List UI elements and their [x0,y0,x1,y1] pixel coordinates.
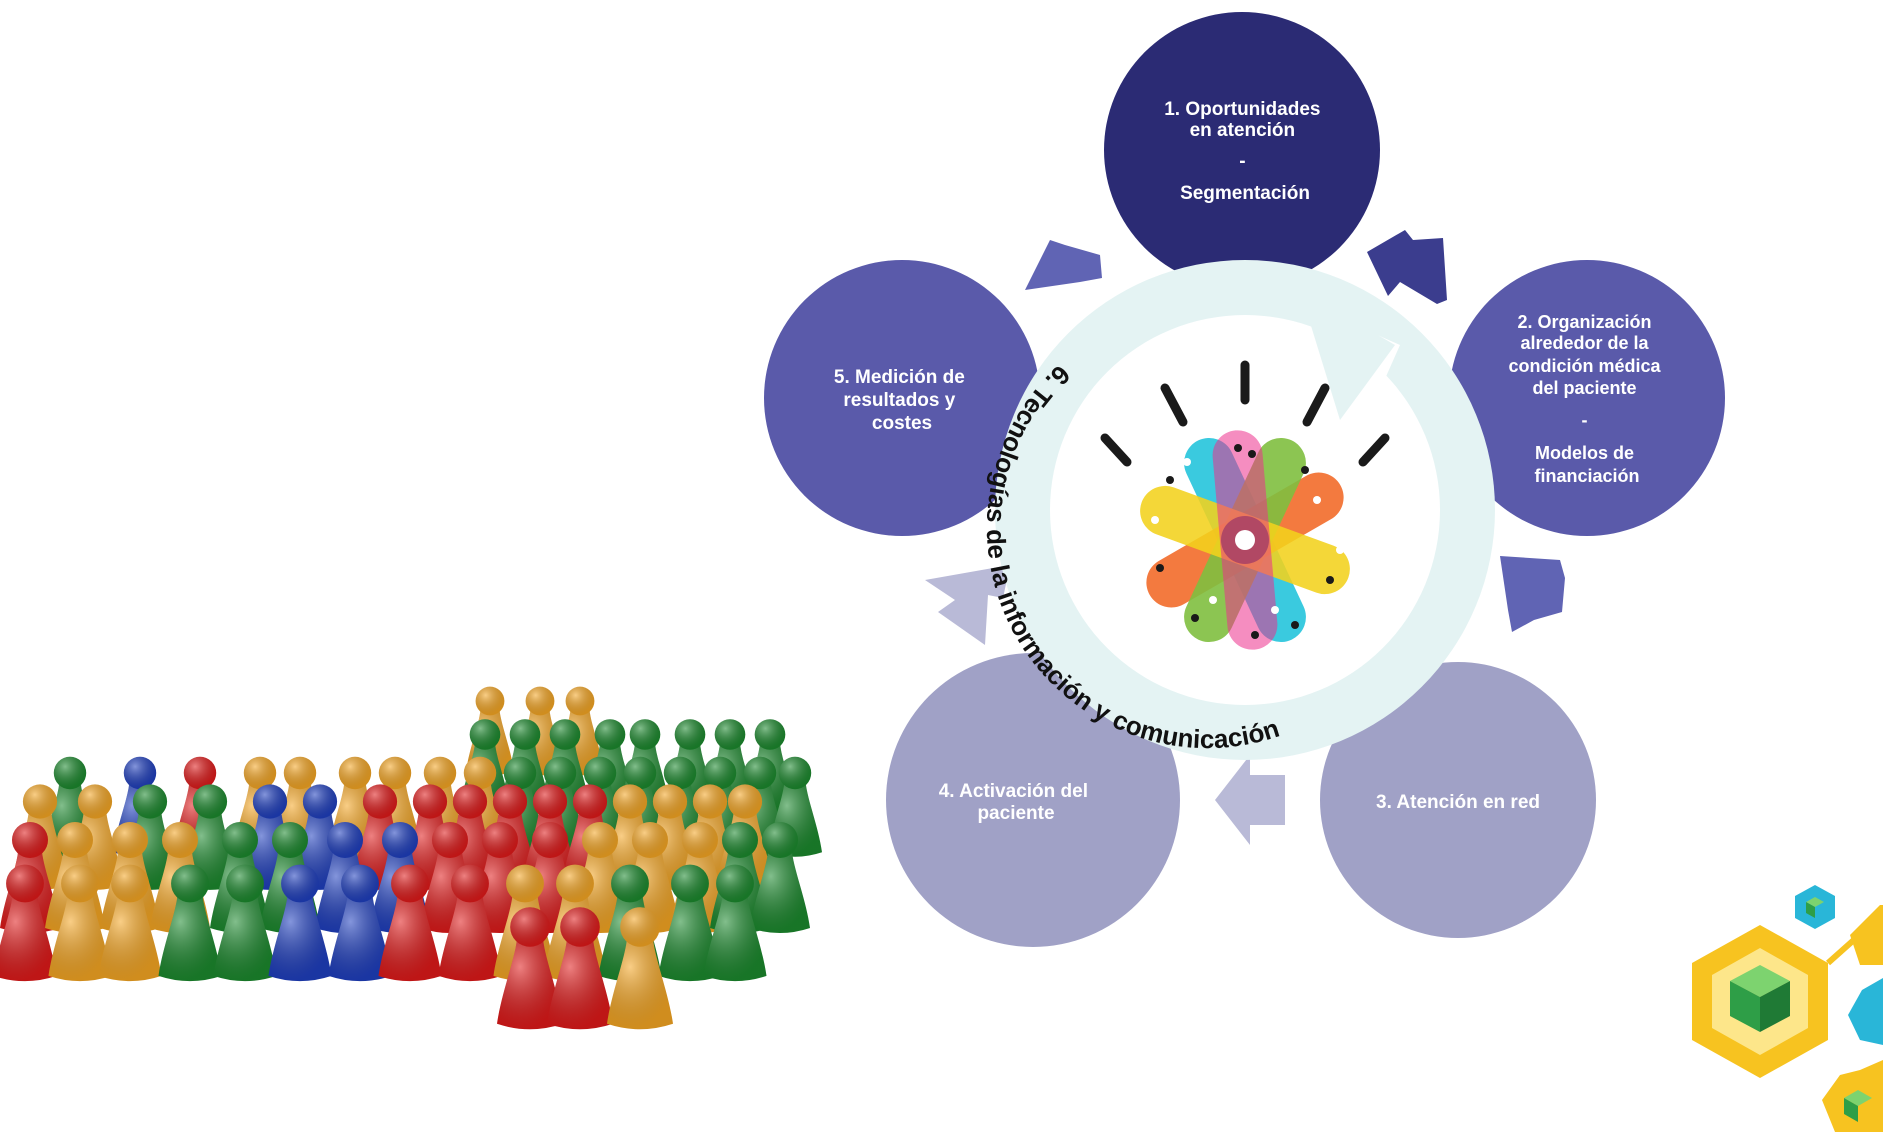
ring-arrowhead [1300,290,1395,420]
step-1-label: 1. Oportunidades en atención - Segmentac… [1164,99,1326,204]
step-3-label: 3. Atención en red [1376,792,1540,813]
step-circle-3: 3. Atención en red [1320,662,1596,938]
pawn [768,756,822,857]
pawn [607,907,673,1030]
pawn [98,864,162,982]
pawn [378,864,442,982]
pawn [328,864,392,982]
step-circle-4: 4. Activación del paciente [886,653,1180,947]
arrow-3-to-4 [1215,755,1285,845]
step-circle-1: 1. Oportunidades en atención - Segmentac… [1104,12,1380,288]
pawn [158,864,222,982]
hexagon-cubes-decoration [1692,885,1883,1132]
pawn [213,864,277,982]
pawn [268,864,332,982]
step-circle-5: 5. Medición de resultados y costes [764,260,1040,536]
logo-rays [1100,360,1390,467]
pawn [547,907,613,1030]
pawn [658,864,722,982]
health-bandages-logo [1100,360,1390,650]
step-4-label: 4. Activación del paciente [939,781,1094,824]
pawn [438,864,502,982]
step-circle-2: 2. Organización alrededor de la condició… [1449,260,1725,536]
cycle-arrows [925,230,1565,845]
arrow-5-to-1 [1025,240,1102,290]
bandage-strips [1140,430,1350,650]
pawn [703,864,767,982]
step-2-label: 2. Organización alrededor de la condició… [1508,312,1665,486]
pawn [750,822,810,933]
arrow-2-to-3 [1500,556,1565,632]
step-5-label: 5. Medición de resultados y costes [834,367,970,434]
pawn [48,864,112,982]
game-pawns-image [0,686,822,1030]
arrow-4-to-5 [925,565,1010,645]
pawn [0,864,57,982]
pawn [497,907,563,1030]
arrow-1-to-2 [1367,230,1447,304]
